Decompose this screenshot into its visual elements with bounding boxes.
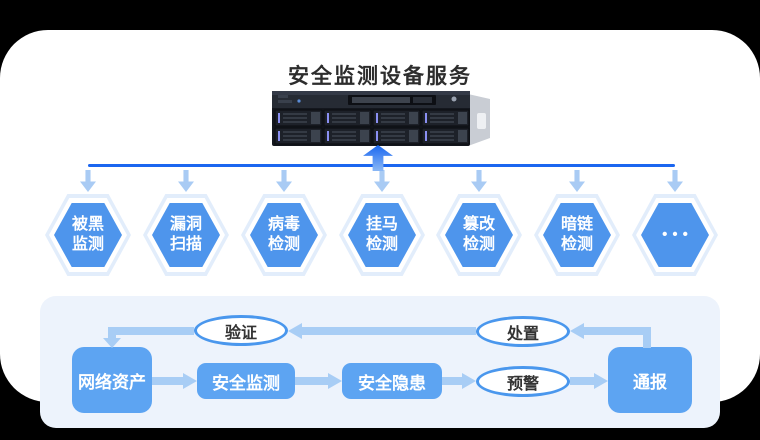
hexagon-virus-detection: 病毒 检测	[241, 194, 327, 276]
arrow-down-icon	[471, 170, 487, 192]
drive-bays	[274, 109, 470, 145]
arrow-down-icon	[276, 170, 292, 192]
hexagon-label: 检测	[365, 236, 398, 253]
arrow-down-icon	[667, 170, 683, 192]
arrow-left	[302, 327, 476, 335]
arrow-right-head	[462, 373, 476, 389]
hexagon-label: 暗链	[560, 216, 593, 233]
arrow-elbow-horizontal	[108, 327, 194, 335]
arrow-left-head	[570, 323, 584, 339]
flow-ellipse-disposal: 处置	[476, 316, 570, 347]
arrow-right-head	[594, 373, 608, 389]
more-dots-icon: •••	[662, 226, 693, 243]
arrow-right	[152, 377, 184, 385]
hexagon-label: 扫描	[169, 236, 202, 253]
arrow-elbow-vertical	[108, 327, 116, 339]
arrow-down-icon	[569, 170, 585, 192]
page-title: 安全监测设备服务	[288, 65, 472, 88]
arrow-down-head	[103, 338, 121, 348]
arrow-down-icon	[178, 170, 194, 192]
hexagon-label: 监测	[71, 236, 104, 253]
hexagon-label: 挂马	[365, 216, 398, 233]
arrow-down-icon	[80, 170, 96, 192]
hexagon-hacked-monitoring: 被黑 监测	[45, 194, 131, 276]
hexagon-label: 漏洞	[169, 216, 202, 233]
hexagon-darklink-detection: 暗链 检测	[534, 194, 620, 276]
flow-box-security-hazards: 安全隐患	[342, 363, 442, 399]
rack-server-icon	[272, 91, 490, 146]
flow-box-notification: 通报	[608, 347, 692, 413]
flow-ellipse-early-warning: 预警	[476, 366, 570, 397]
hexagon-label: 检测	[462, 236, 495, 253]
hexagon-more: •••	[632, 194, 718, 276]
arrow-elbow-vertical	[643, 331, 651, 348]
hexagon-label: 病毒	[267, 216, 300, 233]
hexagon-label: 检测	[560, 236, 593, 253]
hexagon-trojan-detection: 挂马 检测	[339, 194, 425, 276]
arrow-right-head	[183, 373, 197, 389]
hexagon-tampering-detection: 篡改 检测	[436, 194, 522, 276]
hexagon-label: 被黑	[71, 216, 104, 233]
hexagon-label: 检测	[267, 236, 300, 253]
arrow-right	[295, 377, 329, 385]
arrow-left-head	[288, 323, 302, 339]
arrow-right	[570, 377, 595, 385]
hexagon-vulnerability-scan: 漏洞 扫描	[143, 194, 229, 276]
flow-ellipse-verification: 验证	[194, 315, 288, 346]
hexagon-label: 篡改	[462, 216, 495, 233]
flow-box-security-monitoring: 安全监测	[197, 363, 295, 399]
flow-panel	[40, 296, 720, 428]
server-illustration	[272, 88, 490, 150]
content-card: 安全监测设备服务	[0, 30, 760, 428]
arrow-down-icon	[374, 170, 390, 192]
arrow-left	[584, 327, 651, 335]
flow-box-network-assets: 网络资产	[72, 347, 152, 413]
arrow-right	[442, 377, 463, 385]
arrow-right-head	[328, 373, 342, 389]
